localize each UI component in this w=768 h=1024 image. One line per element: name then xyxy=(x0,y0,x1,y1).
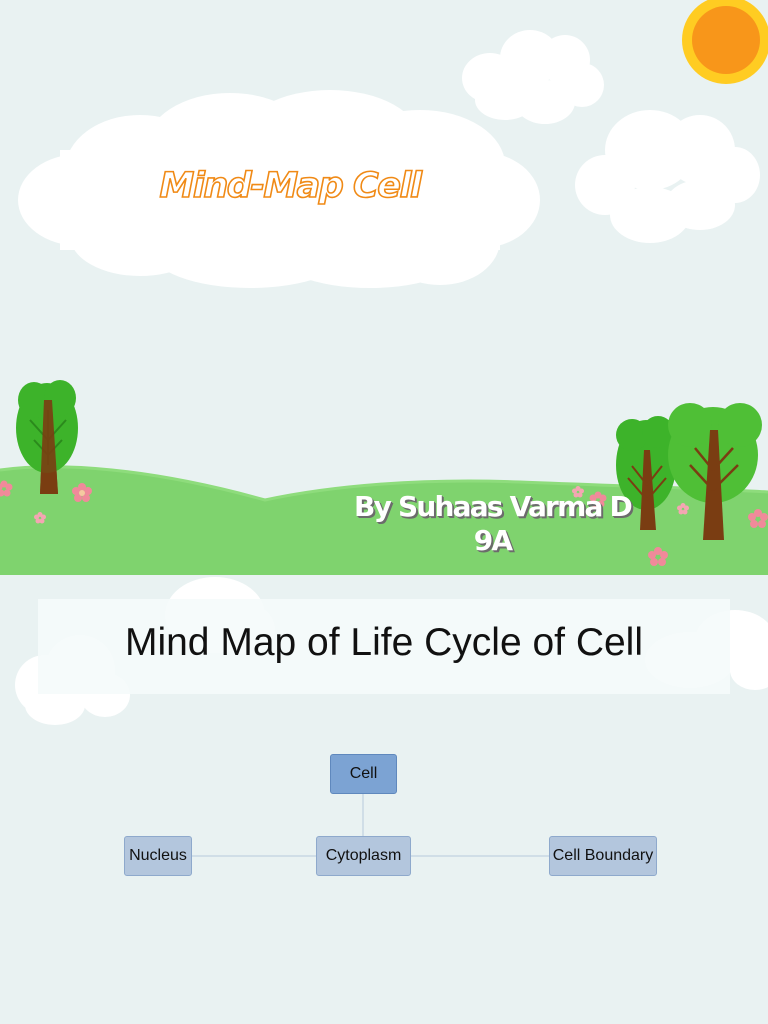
tree-left xyxy=(16,380,78,494)
flowers xyxy=(0,480,768,566)
title-slide: Mind-Map Cell By Suhaas Varma D 9A xyxy=(0,0,768,575)
sun-icon xyxy=(682,0,768,84)
mind-map-node-nucleus[interactable]: Nucleus xyxy=(124,836,192,876)
cloud-small-top xyxy=(462,30,604,124)
tree-right-large xyxy=(668,403,762,540)
slide-title: Mind-Map Cell xyxy=(159,165,423,207)
title-slide-illustration xyxy=(0,0,768,575)
mind-map-node-root[interactable]: Cell xyxy=(330,754,397,794)
cloud-right xyxy=(575,110,760,243)
title-bar xyxy=(38,599,730,694)
tree-right-small xyxy=(616,416,676,530)
author-byline: By Suhaas Varma D 9A xyxy=(350,490,635,558)
mind-map-connectors xyxy=(191,793,549,857)
mind-map-node-cell-boundary[interactable]: Cell Boundary xyxy=(549,836,657,876)
cloud-large xyxy=(18,90,540,288)
author-class: 9A xyxy=(473,524,513,557)
mind-map-node-cytoplasm[interactable]: Cytoplasm xyxy=(316,836,411,876)
mind-map-slide: Mind Map of Life Cycle of Cell Cell Cyto… xyxy=(0,575,768,1024)
mind-map-heading: Mind Map of Life Cycle of Cell xyxy=(124,621,644,664)
author-name: By Suhaas Varma D xyxy=(354,490,633,523)
